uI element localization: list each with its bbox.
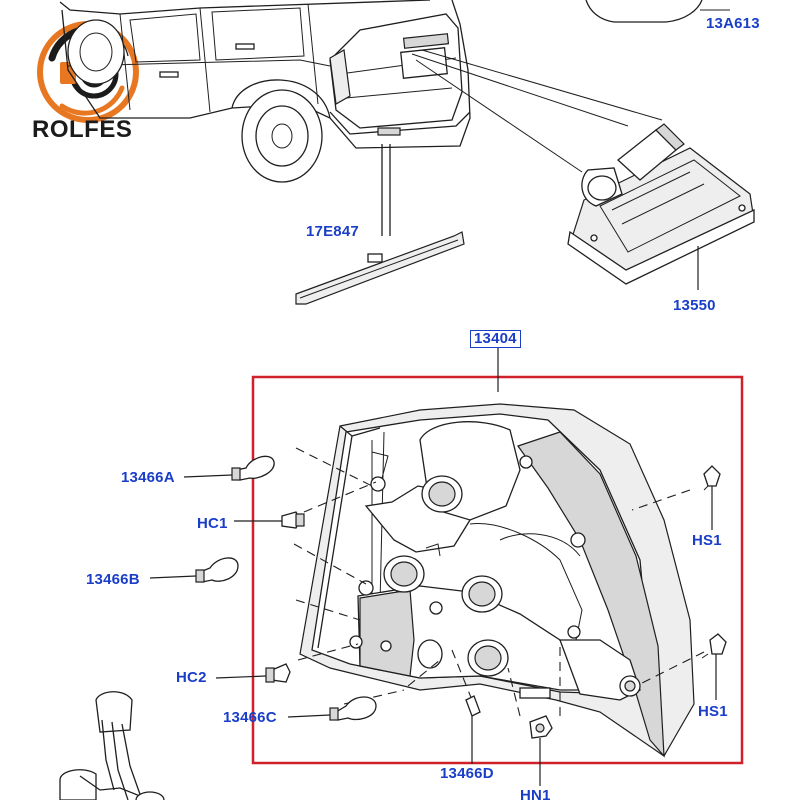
bulb-13466b bbox=[149, 557, 239, 583]
label-17e847: 17E847 bbox=[306, 223, 359, 240]
label-hs1-bottom: HS1 bbox=[698, 703, 728, 720]
clip-hc1 bbox=[234, 511, 305, 529]
tail-lamp-assembly bbox=[299, 403, 695, 758]
label-13466a: 13466A bbox=[121, 469, 175, 486]
label-hc1: HC1 bbox=[197, 515, 228, 532]
label-hn1: HN1 bbox=[520, 787, 551, 800]
component-13a613 bbox=[585, 0, 703, 23]
label-13466b: 13466B bbox=[86, 571, 140, 588]
bulb-13466d bbox=[465, 695, 481, 764]
label-13466c: 13466C bbox=[223, 709, 277, 726]
label-hs1-top: HS1 bbox=[692, 532, 722, 549]
label-13550: 13550 bbox=[673, 297, 716, 314]
screw-hs1-top bbox=[703, 465, 721, 530]
vehicle-illustration bbox=[59, 0, 471, 183]
label-13466d: 13466D bbox=[440, 765, 494, 782]
bulb-13466c bbox=[287, 696, 377, 721]
clip-hc2 bbox=[215, 663, 291, 683]
wiring-harness bbox=[59, 691, 165, 800]
reflector-17e847 bbox=[295, 144, 465, 305]
assembly-guide-lines bbox=[293, 447, 705, 717]
brand-name: ROLFES bbox=[32, 116, 133, 143]
screw-hs1-bottom bbox=[701, 633, 727, 700]
label-hc2: HC2 bbox=[176, 669, 207, 686]
bulb-13466a bbox=[183, 455, 275, 481]
nut-hn1 bbox=[529, 715, 553, 786]
label-13404: 13404 bbox=[470, 330, 521, 348]
lamp-leader-lines bbox=[411, 49, 663, 173]
licence-plate-lamp bbox=[567, 123, 755, 285]
label-13a613: 13A613 bbox=[706, 15, 760, 32]
